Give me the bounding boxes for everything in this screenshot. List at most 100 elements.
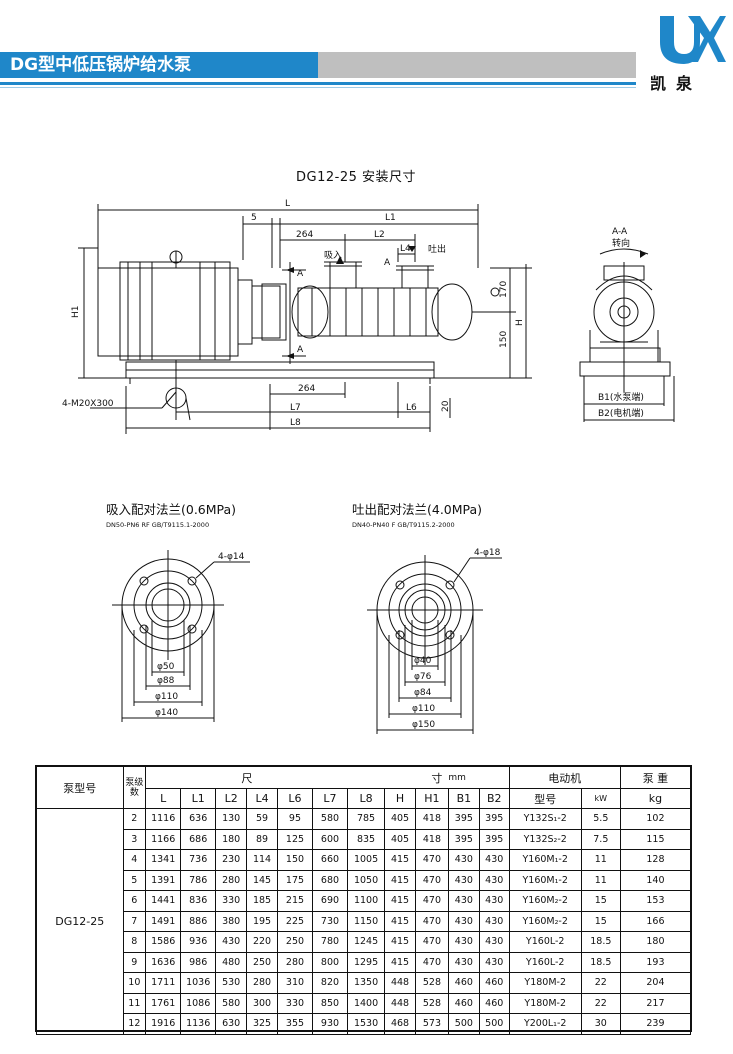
section-AA-label: A-A: [612, 227, 628, 237]
cell-stage: 11: [122, 992, 147, 1014]
section-A-bottom: A: [297, 345, 304, 355]
dim-L6: L6: [406, 403, 417, 413]
cell-kg: 102: [619, 808, 692, 830]
col-header-unit: mm: [448, 766, 510, 789]
cell-b2: 430: [478, 869, 510, 891]
brand-name: 凯泉: [650, 74, 703, 93]
cell-l6: 330: [276, 992, 313, 1014]
dim-L2: L2: [374, 230, 385, 240]
brand-logo-icon: [660, 16, 726, 64]
cell-l4: 145: [246, 869, 278, 891]
cell-l2: 530: [215, 972, 248, 994]
cell-l7: 850: [311, 992, 349, 1014]
cell-l2: 230: [215, 849, 248, 871]
cell-motor: Y160L-2: [508, 951, 582, 973]
cell-l7: 680: [311, 869, 349, 891]
cell-h: 415: [384, 910, 416, 932]
cell-kg: 239: [619, 1013, 692, 1035]
cell-motor: Y160L-2: [508, 931, 582, 953]
cell-l8: 1100: [346, 890, 386, 912]
cell-h1: 470: [414, 931, 449, 953]
cell-l1: 886: [180, 910, 217, 932]
cell-l8: 785: [346, 808, 386, 830]
cell-l7: 780: [311, 931, 349, 953]
suction-flange-standard: DN50-PN6 RF GB/T9115.1-2000: [106, 521, 209, 529]
cell-l6: 175: [276, 869, 313, 891]
col-B1: B1: [447, 788, 480, 809]
anchor-bolt-label: 4-M20X300: [62, 399, 114, 409]
dim-264-bottom: 264: [298, 384, 315, 394]
col-H1: H1: [414, 788, 449, 809]
cell-b1: 395: [447, 808, 480, 830]
cell-l8: 1150: [346, 910, 386, 932]
cell-l8: 1005: [346, 849, 386, 871]
cell-b1: 430: [447, 849, 480, 871]
cell-l: 1916: [145, 1013, 182, 1035]
dim-H: H: [515, 319, 525, 326]
col-L: L: [145, 788, 182, 809]
cell-b1: 430: [447, 910, 480, 932]
cell-l8: 1400: [346, 992, 386, 1014]
cell-kw: 15: [580, 890, 621, 912]
cell-l1: 686: [180, 828, 217, 850]
cell-l: 1441: [145, 890, 182, 912]
col-header-stages: 泵级数: [122, 766, 147, 809]
dim-L7: L7: [290, 403, 301, 413]
cell-h: 405: [384, 808, 416, 830]
cell-l: 1491: [145, 910, 182, 932]
dim-L4: L4: [400, 244, 411, 254]
cell-b2: 430: [478, 910, 510, 932]
cell-l7: 600: [311, 828, 349, 850]
cell-h1: 418: [414, 808, 449, 830]
cell-l4: 114: [246, 849, 278, 871]
discharge-dim-3: φ84: [414, 688, 432, 698]
page-title: DG型中低压锅炉给水泵: [10, 55, 192, 75]
cell-l: 1116: [145, 808, 182, 830]
cell-l7: 730: [311, 910, 349, 932]
cell-l: 1711: [145, 972, 182, 994]
cell-motor: Y180M-2: [508, 972, 582, 994]
col-header-weight: 泵 重: [619, 766, 692, 789]
discharge-dim-2: φ76: [414, 672, 432, 682]
cell-kw: 18.5: [580, 951, 621, 973]
cell-kw: 18.5: [580, 931, 621, 953]
cell-h1: 470: [414, 951, 449, 973]
discharge-holes-label: 4-φ18: [474, 548, 501, 558]
cell-motor: Y160M₂-2: [508, 910, 582, 932]
cell-stage: 7: [122, 910, 147, 932]
cell-l: 1636: [145, 951, 182, 973]
cell-b1: 460: [447, 972, 480, 994]
cell-l4: 220: [246, 931, 278, 953]
cell-h1: 470: [414, 849, 449, 871]
cell-motor: Y132S₂-2: [508, 828, 582, 850]
model-cell: DG12-25: [36, 808, 124, 1035]
cell-b2: 395: [478, 808, 510, 830]
cell-h1: 470: [414, 910, 449, 932]
cell-l6: 95: [276, 808, 313, 830]
col-L2: L2: [215, 788, 248, 809]
cell-motor: Y160M₂-2: [508, 890, 582, 912]
cell-b1: 460: [447, 992, 480, 1014]
cell-l6: 150: [276, 849, 313, 871]
cell-h: 405: [384, 828, 416, 850]
cell-h: 448: [384, 992, 416, 1014]
cell-motor: Y160M₁-2: [508, 849, 582, 871]
col-L7: L7: [311, 788, 349, 809]
cell-stage: 4: [122, 849, 147, 871]
cell-kw: 11: [580, 849, 621, 871]
col-weight-unit: kg: [619, 788, 692, 809]
col-header-model: 泵型号: [36, 766, 124, 809]
cell-h1: 528: [414, 972, 449, 994]
cell-l4: 325: [246, 1013, 278, 1035]
cell-l8: 1295: [346, 951, 386, 973]
cell-l6: 355: [276, 1013, 313, 1035]
cell-l1: 736: [180, 849, 217, 871]
cell-stage: 12: [122, 1013, 147, 1035]
suction-holes-label: 4-φ14: [218, 552, 245, 562]
title-bar: [0, 52, 318, 78]
cell-l6: 125: [276, 828, 313, 850]
suction-dim-3: φ110: [155, 692, 178, 702]
